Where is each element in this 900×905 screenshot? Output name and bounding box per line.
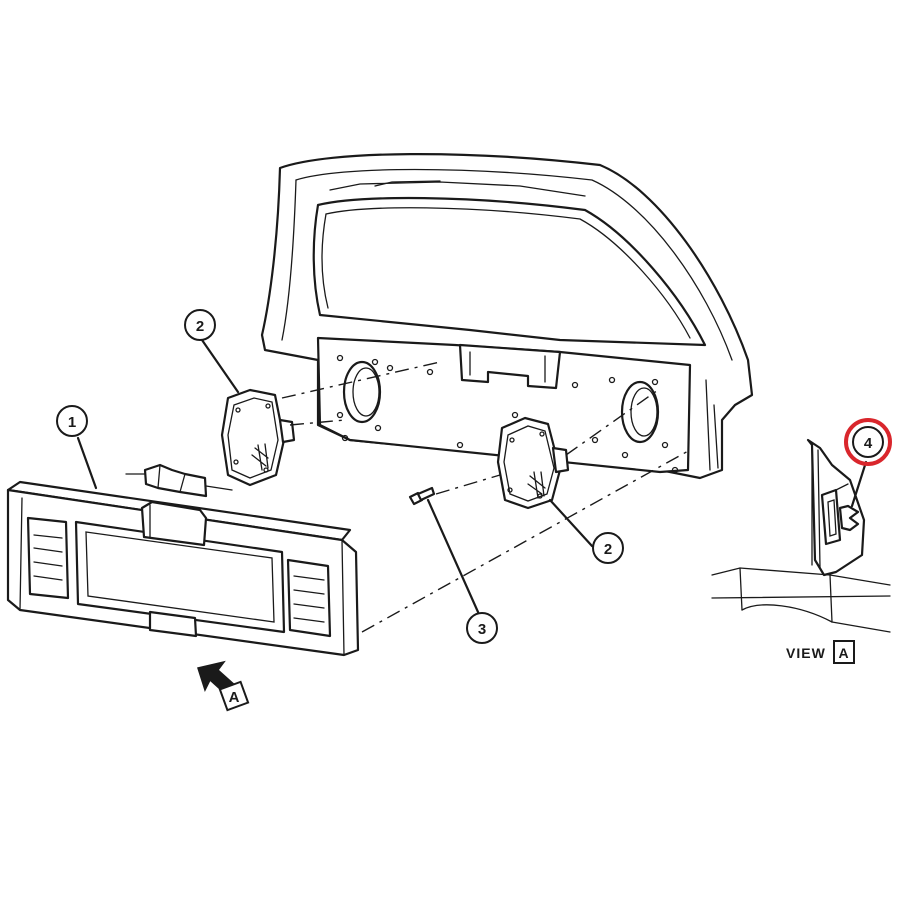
trim-panel [6,463,360,657]
view-arrow: A [197,660,250,712]
callout-1-label: 1 [68,414,76,431]
callout-4: 4 [844,418,892,466]
view-letter-box [833,640,855,664]
right-speaker [496,416,570,510]
liftgate [260,153,754,480]
callout-2-left: 2 [184,309,216,341]
view-label-text: VIEW [786,645,826,661]
callout-2-right: 2 [592,532,624,564]
callout-2-left-label: 2 [196,318,204,335]
callout-1: 1 [56,405,88,437]
screw [408,486,436,506]
view-label: VIEW A [786,640,855,664]
callout-4-label: 4 [864,435,873,452]
view-letter: A [838,645,849,661]
view-arrow-letter: A [229,689,240,706]
callout-2-right-label: 2 [604,541,612,558]
view-arrow-letter-box [218,680,250,712]
callout-3: 3 [466,612,498,644]
view-a-detail [711,438,891,633]
callout-4-highlight-ring [844,418,892,466]
callout-leaders [76,338,868,614]
alignment-lines [281,361,691,633]
callout-3-label: 3 [478,621,486,638]
left-speaker [220,388,296,487]
